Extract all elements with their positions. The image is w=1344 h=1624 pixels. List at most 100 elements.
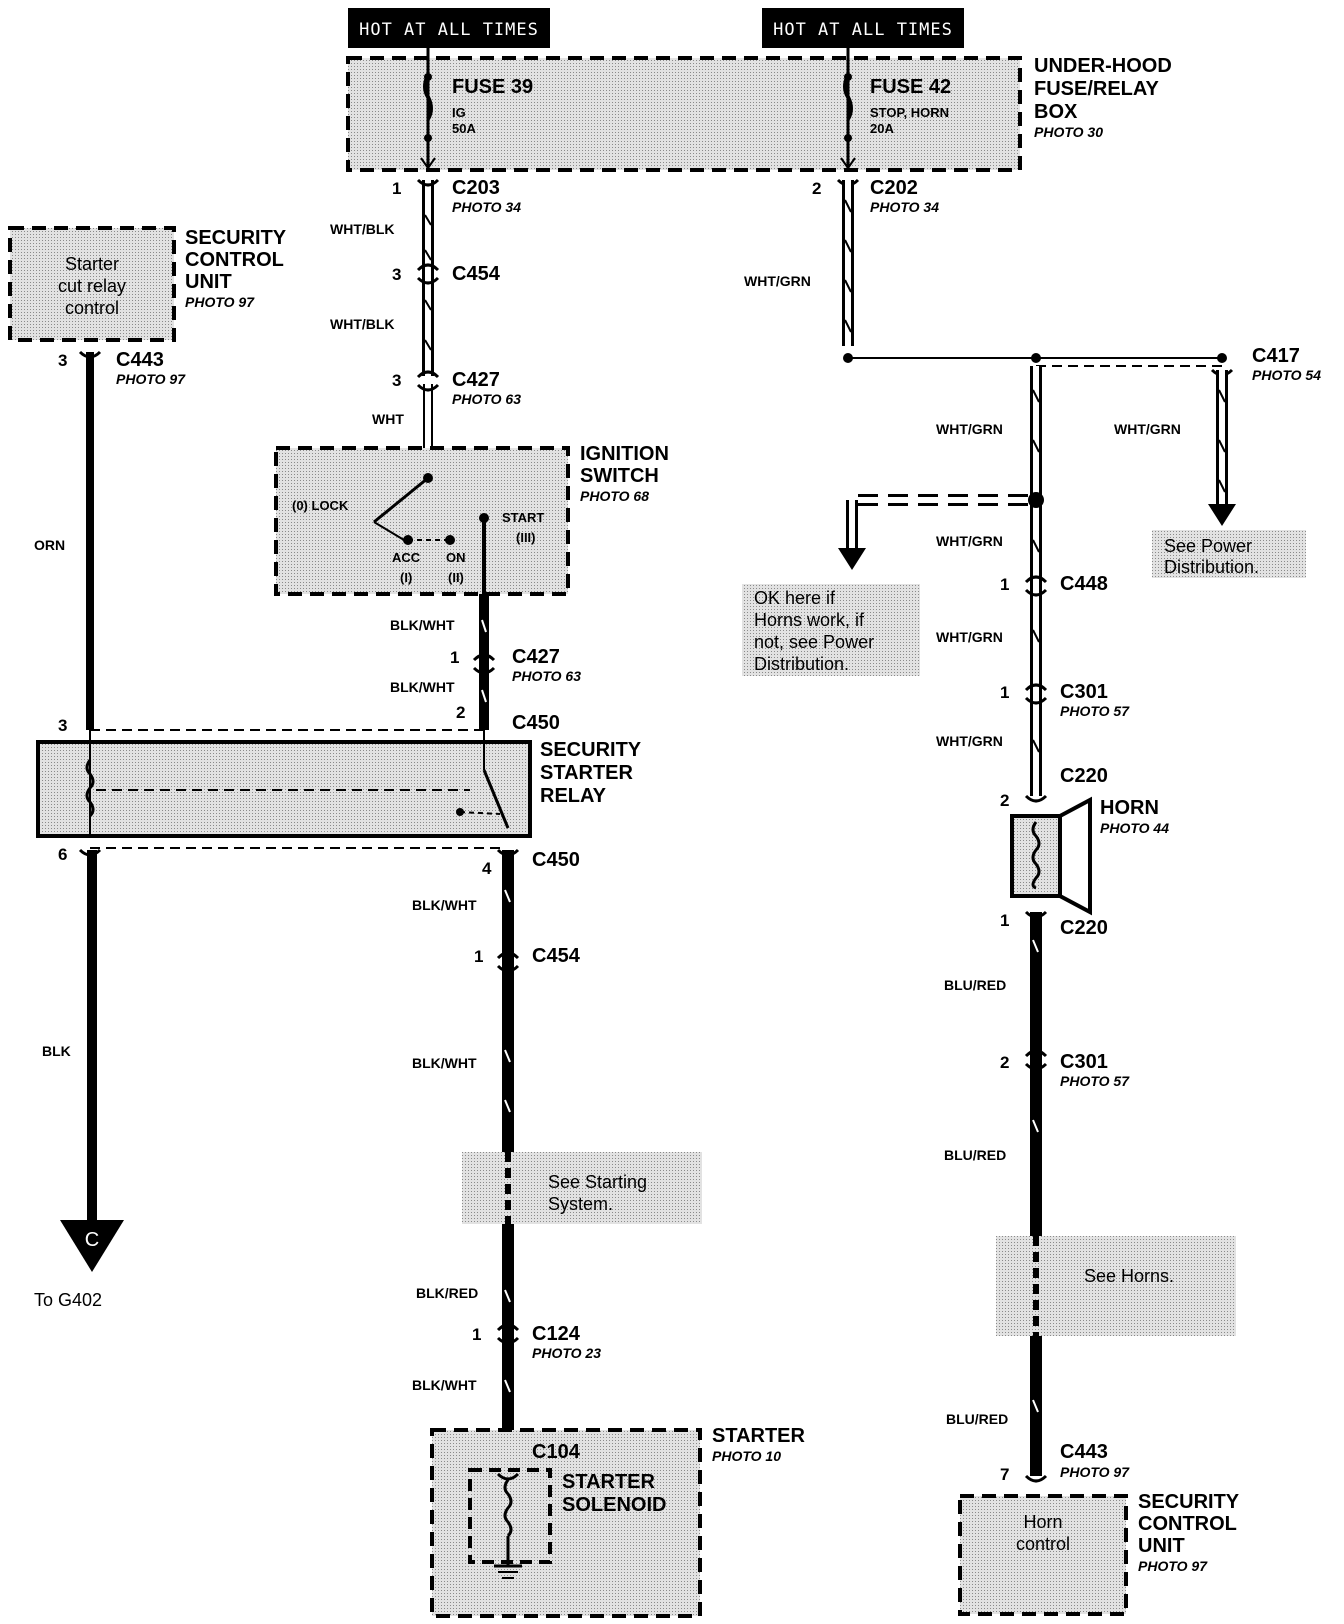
- svg-text:STOP, HORN: STOP, HORN: [870, 105, 949, 120]
- svg-text:3: 3: [392, 265, 401, 284]
- wire-wht-grn-other-horns: [838, 494, 1028, 570]
- svg-text:1: 1: [1000, 683, 1009, 702]
- wire-wht-blk: [422, 180, 434, 376]
- svg-text:(II): (II): [448, 570, 464, 585]
- c202-label: C202: [870, 177, 918, 199]
- svg-text:PHOTO 97: PHOTO 97: [1060, 1464, 1130, 1480]
- c454-upper-label: C454: [452, 263, 501, 285]
- svg-text:control: control: [1016, 1534, 1070, 1554]
- c427-lower-label: C427: [512, 646, 560, 668]
- see-horns-note: [996, 1236, 1236, 1336]
- wire-blk-wht-ignition-relay: [472, 594, 496, 730]
- wire-wht-grn-horn-feed: [1024, 366, 1048, 803]
- svg-text:BLK/WHT: BLK/WHT: [412, 1377, 477, 1393]
- svg-text:UNIT: UNIT: [185, 271, 232, 293]
- svg-text:20A: 20A: [870, 121, 894, 136]
- svg-text:(I): (I): [400, 570, 412, 585]
- svg-text:cut relay: cut relay: [58, 276, 126, 296]
- security-control-unit-horn: Horn control: [958, 1494, 1128, 1616]
- svg-text:See Starting: See Starting: [548, 1172, 647, 1192]
- svg-text:PHOTO 57: PHOTO 57: [1060, 1073, 1130, 1089]
- c203-label: C203: [452, 177, 500, 199]
- svg-text:PHOTO 97: PHOTO 97: [116, 371, 186, 387]
- svg-text:C: C: [85, 1229, 99, 1251]
- svg-text:1: 1: [392, 179, 401, 198]
- c450-upper-label: C450: [512, 712, 560, 734]
- svg-text:2: 2: [456, 703, 465, 722]
- wire-wht-grn-c417: [1208, 368, 1236, 526]
- svg-text:6: 6: [58, 845, 67, 864]
- svg-text:IG: IG: [452, 105, 466, 120]
- svg-text:7: 7: [1000, 1465, 1009, 1484]
- hot-at-all-times-label-2: HOT AT ALL TIMES: [762, 8, 964, 48]
- svg-text:PHOTO 68: PHOTO 68: [580, 488, 649, 504]
- svg-text:50A: 50A: [452, 121, 476, 136]
- svg-text:PHOTO 97: PHOTO 97: [1138, 1558, 1208, 1574]
- svg-text:BLK/WHT: BLK/WHT: [412, 897, 477, 913]
- ok-here-note: [742, 584, 920, 676]
- horn-title: HORN: [1100, 797, 1159, 819]
- svg-text:ACC: ACC: [392, 550, 421, 565]
- c448-label: C448: [1060, 573, 1108, 595]
- svg-text:See Power: See Power: [1164, 536, 1252, 556]
- hot-at-all-times-label-1: HOT AT ALL TIMES: [348, 8, 550, 48]
- svg-text:PHOTO 44: PHOTO 44: [1100, 820, 1169, 836]
- svg-text:Distribution.: Distribution.: [1164, 557, 1259, 577]
- svg-text:WHT/GRN: WHT/GRN: [936, 533, 1003, 549]
- svg-text:RELAY: RELAY: [540, 785, 607, 807]
- svg-text:BLU/RED: BLU/RED: [944, 977, 1006, 993]
- svg-text:(III): (III): [516, 530, 536, 545]
- security-starter-relay: [36, 729, 532, 849]
- svg-text:START: START: [502, 510, 544, 525]
- svg-text:FUSE/RELAY: FUSE/RELAY: [1034, 78, 1160, 100]
- svg-text:BLK/WHT: BLK/WHT: [390, 617, 455, 633]
- connector-c454-upper: [416, 263, 440, 285]
- c220-upper-label: C220: [1060, 765, 1108, 787]
- svg-text:1: 1: [450, 648, 459, 667]
- svg-text:control: control: [65, 298, 119, 318]
- svg-text:3: 3: [58, 351, 67, 370]
- svg-text:3: 3: [58, 716, 67, 735]
- svg-text:CONTROL: CONTROL: [185, 249, 284, 271]
- svg-text:BLK/RED: BLK/RED: [416, 1285, 478, 1301]
- svg-text:BLK: BLK: [42, 1043, 71, 1059]
- connector-c427-upper: [416, 370, 440, 392]
- svg-text:PHOTO 63: PHOTO 63: [452, 391, 521, 407]
- svg-text:not, see Power: not, see Power: [754, 632, 874, 652]
- c220-lower-label: C220: [1060, 917, 1108, 939]
- starter-solenoid-label: STARTER: [562, 1471, 656, 1493]
- svg-text:PHOTO 34: PHOTO 34: [870, 199, 939, 215]
- svg-text:4: 4: [482, 859, 492, 878]
- svg-text:Horns work, if: Horns work, if: [754, 610, 865, 630]
- svg-text:WHT/GRN: WHT/GRN: [1114, 421, 1181, 437]
- wire-wht-grn-fuse42: [836, 178, 860, 346]
- see-power-distribution-note: [1152, 530, 1306, 578]
- svg-text:CONTROL: CONTROL: [1138, 1513, 1237, 1535]
- c450-lower-label: C450: [532, 849, 580, 871]
- fuse-39-label: FUSE 39: [452, 76, 533, 98]
- c417-label: C417: [1252, 345, 1300, 367]
- see-starting-system-note: [462, 1152, 702, 1224]
- svg-text:Horn: Horn: [1023, 1512, 1062, 1532]
- svg-text:1: 1: [1000, 911, 1009, 930]
- svg-text:WHT/GRN: WHT/GRN: [936, 629, 1003, 645]
- wire-blu-red: [1024, 910, 1048, 1483]
- starter: [430, 1428, 702, 1618]
- c301-upper-label: C301: [1060, 681, 1108, 703]
- svg-text:HOT AT ALL TIMES: HOT AT ALL TIMES: [359, 20, 539, 40]
- fuse-42-label: FUSE 42: [870, 76, 951, 98]
- svg-text:PHOTO 34: PHOTO 34: [452, 199, 521, 215]
- svg-text:OK here if: OK here if: [754, 588, 836, 608]
- svg-text:STARTER: STARTER: [540, 762, 634, 784]
- c427-upper-label: C427: [452, 369, 500, 391]
- svg-text:1: 1: [474, 947, 483, 966]
- svg-text:(0) LOCK: (0) LOCK: [292, 498, 349, 513]
- c124-label: C124: [532, 1323, 581, 1345]
- svg-text:BLU/RED: BLU/RED: [944, 1147, 1006, 1163]
- svg-text:PHOTO 30: PHOTO 30: [1034, 124, 1103, 140]
- svg-text:SOLENOID: SOLENOID: [562, 1494, 666, 1516]
- svg-text:2: 2: [812, 179, 821, 198]
- connector-c203: [416, 178, 440, 187]
- svg-text:HOT AT ALL TIMES: HOT AT ALL TIMES: [773, 20, 953, 40]
